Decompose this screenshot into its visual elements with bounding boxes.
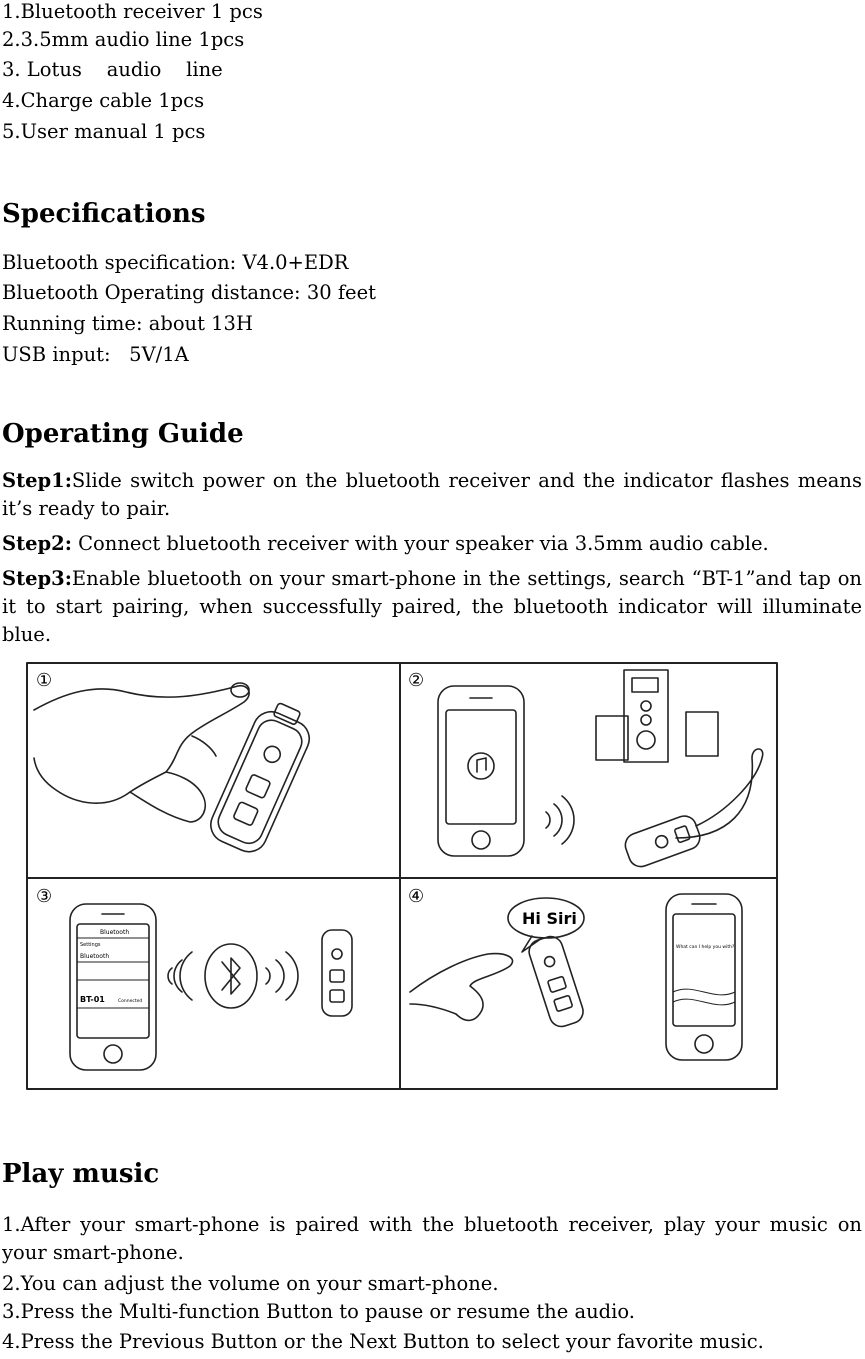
panel-number: ③ [36, 886, 52, 907]
panel-4 [409, 893, 743, 1061]
bluetooth-receiver-illustration [528, 935, 584, 1028]
operating-guide-heading: Operating Guide [2, 419, 244, 449]
phone-screen-device: BT-01 [80, 995, 105, 1004]
play-music-heading: Play music [2, 1159, 160, 1189]
step-label: Step3: [2, 567, 72, 590]
bluetooth-receiver-illustration [210, 702, 311, 853]
hand-illustration [33, 684, 250, 823]
spec-item: Running time: about 13H [2, 312, 253, 335]
step-text: Slide switch power on the bluetooth rece… [2, 469, 862, 520]
phone-illustration [69, 903, 157, 1071]
phone-screen-settings: Settings [80, 942, 101, 948]
spec-item: Bluetooth specification: V4.0+EDR [2, 251, 349, 274]
step-3: Step3:Enable bluetooth on your smart-pho… [2, 565, 862, 649]
step-1: Step1:Slide switch power on the bluetoot… [2, 467, 862, 523]
figure-frame [26, 662, 778, 1090]
bluetooth-receiver-illustration [321, 929, 353, 1017]
step-label: Step2: [2, 532, 72, 555]
phone-screen-row: Bluetooth [80, 953, 109, 960]
package-item: 5.User manual 1 pcs [2, 120, 206, 143]
panel-number: ④ [408, 886, 424, 907]
phone-screen-status: Connected [118, 998, 142, 1004]
phone-illustration [437, 685, 525, 857]
step-2: Step2: Connect bluetooth receiver with y… [2, 530, 862, 558]
step-label: Step1: [2, 469, 72, 492]
bluetooth-icon [204, 943, 258, 1009]
operating-guide-illustration: ① ② ③ ④ Bluetooth Settings Bluetooth BT-… [26, 662, 778, 1090]
step-text: Connect bluetooth receiver with your spe… [71, 532, 769, 555]
wave-icon [545, 795, 575, 845]
panel-number: ② [408, 670, 424, 691]
hand-illustration [409, 952, 514, 1022]
play-music-item: 2.You can adjust the volume on your smar… [2, 1272, 499, 1295]
siri-bubble-text: Hi Siri [522, 909, 577, 928]
play-music-item: 3.Press the Multi-function Button to pau… [2, 1300, 635, 1323]
panel-3 [69, 903, 353, 1071]
panel-number: ① [36, 670, 52, 691]
panel-2 [437, 669, 764, 868]
siri-phone-text: What can I help you with? [676, 944, 735, 950]
phone-illustration [665, 893, 743, 1061]
bluetooth-receiver-illustration [624, 815, 701, 868]
wave-icon [167, 951, 299, 1001]
play-music-item: 4.Press the Previous Button or the Next … [2, 1330, 764, 1353]
package-item: 1.Bluetooth receiver 1 pcs [2, 0, 263, 23]
step-text: Enable bluetooth on your smart-phone in … [2, 567, 862, 646]
play-music-item: 1.After your smart-phone is paired with … [2, 1213, 862, 1264]
panel-1 [33, 682, 311, 853]
phone-screen-header: Bluetooth [100, 929, 129, 936]
speaker-illustration [595, 669, 719, 763]
package-item: 2.3.5mm audio line 1pcs [2, 28, 245, 51]
spec-item: USB input: 5V/1A [2, 343, 189, 366]
spec-item: Bluetooth Operating distance: 30 feet [2, 281, 376, 304]
specifications-heading: Specifications [2, 199, 206, 229]
package-item: 4.Charge cable 1pcs [2, 89, 205, 112]
package-item: 3. Lotus audio line [2, 58, 223, 81]
